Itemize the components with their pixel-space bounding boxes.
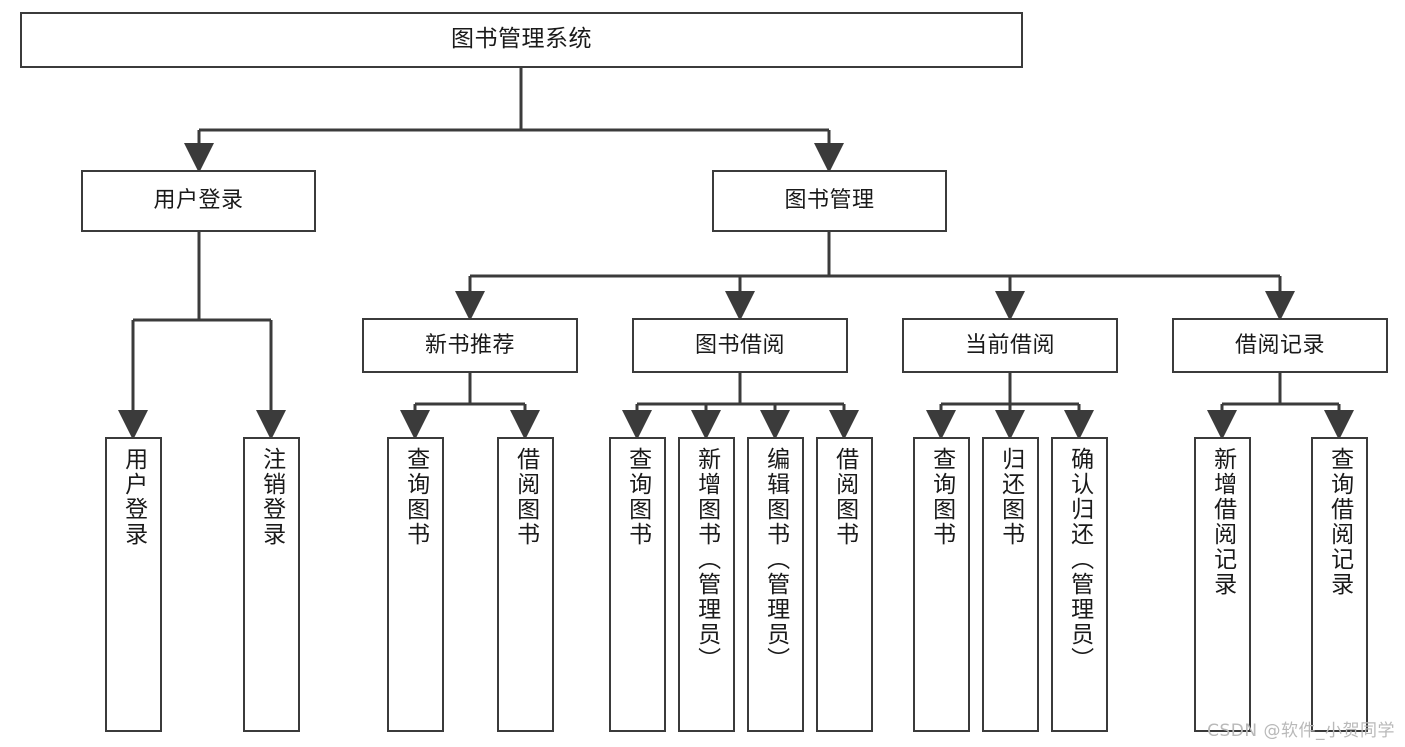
- leaf-add-borrow-record[interactable]: 新增借阅记录: [1194, 437, 1251, 732]
- node-book-borrow[interactable]: 图书借阅: [632, 318, 848, 373]
- leaf-query-book-new-label: 查询图书: [402, 447, 429, 547]
- leaf-query-book-current-label: 查询图书: [928, 447, 955, 547]
- node-new-book-recommend[interactable]: 新书推荐: [362, 318, 578, 373]
- node-book-borrow-label: 图书借阅: [694, 332, 785, 358]
- leaf-borrow-book[interactable]: 借阅图书: [816, 437, 873, 732]
- node-new-book-recommend-label: 新书推荐: [424, 332, 515, 358]
- node-borrow-records[interactable]: 借阅记录: [1172, 318, 1388, 373]
- leaf-edit-book-admin[interactable]: 编辑图书（管理员）: [747, 437, 804, 732]
- node-root[interactable]: 图书管理系统: [20, 12, 1023, 68]
- leaf-logout[interactable]: 注销登录: [243, 437, 300, 732]
- leaf-user-login[interactable]: 用户登录: [105, 437, 162, 732]
- node-current-borrow-label: 当前借阅: [964, 332, 1055, 358]
- leaf-borrow-book-new-label: 借阅图书: [512, 447, 539, 547]
- leaf-edit-book-admin-label: 编辑图书（管理员）: [762, 447, 789, 672]
- leaf-logout-label: 注销登录: [258, 447, 285, 547]
- leaf-add-borrow-record-label: 新增借阅记录: [1209, 447, 1236, 597]
- node-user-login-label: 用户登录: [153, 188, 244, 214]
- leaf-confirm-return-admin[interactable]: 确认归还（管理员）: [1051, 437, 1108, 732]
- leaf-add-book-admin-label: 新增图书（管理员）: [693, 447, 720, 672]
- leaf-confirm-return-admin-label: 确认归还（管理员）: [1066, 447, 1093, 672]
- leaf-query-book-new[interactable]: 查询图书: [387, 437, 444, 732]
- leaf-query-borrow-record-label: 查询借阅记录: [1326, 447, 1353, 597]
- node-root-label: 图书管理系统: [451, 26, 592, 53]
- leaf-query-book-borrow[interactable]: 查询图书: [609, 437, 666, 732]
- node-book-management[interactable]: 图书管理: [712, 170, 947, 232]
- watermark: CSDN @软件_小贺同学: [1207, 721, 1395, 741]
- leaf-add-book-admin[interactable]: 新增图书（管理员）: [678, 437, 735, 732]
- leaf-borrow-book-label: 借阅图书: [831, 447, 858, 547]
- node-book-management-label: 图书管理: [784, 188, 875, 214]
- node-current-borrow[interactable]: 当前借阅: [902, 318, 1118, 373]
- node-user-login[interactable]: 用户登录: [81, 170, 316, 232]
- leaf-query-book-current[interactable]: 查询图书: [913, 437, 970, 732]
- leaf-query-book-borrow-label: 查询图书: [624, 447, 651, 547]
- leaf-return-book-label: 归还图书: [997, 447, 1024, 547]
- node-borrow-records-label: 借阅记录: [1234, 332, 1325, 358]
- leaf-borrow-book-new[interactable]: 借阅图书: [497, 437, 554, 732]
- leaf-query-borrow-record[interactable]: 查询借阅记录: [1311, 437, 1368, 732]
- leaf-return-book[interactable]: 归还图书: [982, 437, 1039, 732]
- leaf-user-login-label: 用户登录: [120, 447, 147, 547]
